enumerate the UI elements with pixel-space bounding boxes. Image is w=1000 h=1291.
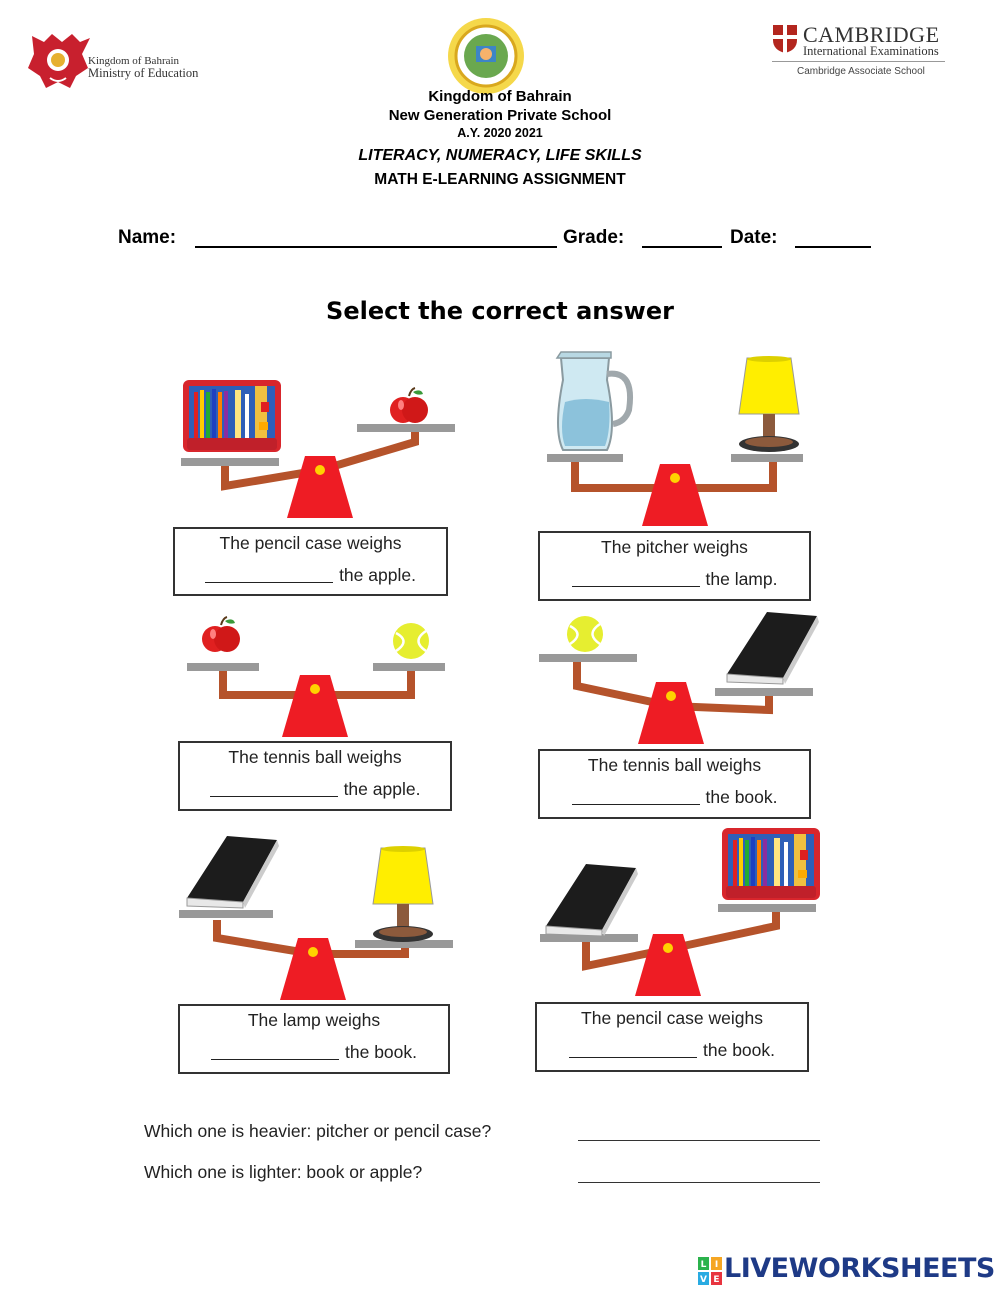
statement-1-line1: The pencil case weighs — [219, 533, 402, 553]
cambridge-shield-icon — [773, 25, 797, 53]
cambridge-subtitle: International Examinations — [803, 44, 939, 58]
question-1-text: Which one is heavier: pitcher or pencil … — [144, 1121, 492, 1141]
school-seal-icon — [448, 18, 524, 94]
tennis-ball-icon — [391, 621, 431, 661]
fulcrum-icon — [642, 464, 708, 526]
name-field[interactable] — [195, 246, 557, 248]
statement-4-line2: the book. — [705, 787, 778, 807]
statement-3-line2: the apple. — [343, 779, 421, 799]
liveworksheets-brand: LIVEWORKSHEETS — [724, 1253, 995, 1284]
scale-3 — [187, 616, 445, 737]
scale-1 — [181, 380, 455, 518]
cambridge-title: CAMBRIDGE — [803, 22, 940, 47]
grade-field[interactable] — [642, 246, 722, 248]
date-label: Date: — [730, 227, 778, 248]
moe-line2: Ministry of Education — [88, 66, 199, 80]
cambridge-logo: CAMBRIDGE International Examinations Cam… — [772, 24, 952, 80]
svg-text:V: V — [700, 1275, 707, 1285]
scale-6 — [540, 828, 820, 996]
academic-year: A.Y. 2020 2021 — [457, 126, 543, 140]
statement-6-line1: The pencil case weighs — [581, 1008, 763, 1028]
live-badge-icon: L I V E — [698, 1257, 722, 1285]
pencil-case-icon — [722, 828, 820, 900]
apple-icon — [389, 387, 429, 424]
answer-blank-2[interactable] — [571, 586, 700, 587]
statement-2-line2: the lamp. — [705, 569, 778, 589]
book-icon — [545, 863, 639, 937]
statement-box-1: The pencil case weighs the apple. — [173, 527, 448, 596]
pitcher-icon — [557, 352, 630, 450]
fulcrum-icon — [638, 682, 704, 744]
apple-icon — [201, 616, 241, 653]
svg-text:I: I — [715, 1260, 718, 1270]
answer-blank-3[interactable] — [209, 796, 338, 797]
question-2-answer-field[interactable] — [578, 1182, 820, 1183]
fulcrum-icon — [282, 675, 348, 737]
school-name: New Generation Private School — [388, 107, 612, 124]
statement-5-line2: the book. — [345, 1042, 417, 1062]
answer-blank-4[interactable] — [571, 804, 700, 805]
date-field[interactable] — [795, 246, 871, 248]
lamp-icon — [372, 845, 434, 943]
book-icon — [186, 835, 280, 909]
statement-5-line1: The lamp weighs — [247, 1010, 381, 1030]
assignment-title: MATH E-LEARNING ASSIGNMENT — [374, 171, 626, 188]
pencil-case-icon — [183, 380, 281, 452]
bahrain-emblem-icon — [28, 34, 90, 88]
answer-blank-6[interactable] — [569, 1057, 697, 1058]
scale-2 — [547, 350, 803, 526]
moe-line1: Kingdom of Bahrain — [88, 55, 180, 67]
answer-blank-1[interactable] — [205, 582, 334, 583]
name-label: Name: — [118, 227, 177, 248]
liveworksheets-logo: L I V E LIVEWORKSHEETS — [698, 1253, 995, 1287]
question-2-text: Which one is lighter: book or apple? — [144, 1162, 423, 1182]
answer-blank-5[interactable] — [211, 1059, 339, 1060]
statement-box-5: The lamp weighs the book. — [178, 1004, 450, 1074]
statement-box-2: The pitcher weighs the lamp. — [538, 531, 811, 601]
statement-2-line1: The pitcher weighs — [601, 537, 748, 557]
statement-1-line2: the apple. — [339, 565, 416, 585]
statement-6-line2: the book. — [703, 1040, 775, 1060]
book-icon — [726, 611, 820, 685]
question-1-answer-field[interactable] — [578, 1140, 820, 1141]
grade-label: Grade: — [563, 227, 625, 248]
scale-4 — [539, 611, 820, 744]
cambridge-associate: Cambridge Associate School — [797, 66, 925, 77]
statement-4-line1: The tennis ball weighs — [587, 755, 762, 775]
statement-box-3: The tennis ball weighs the apple. — [178, 741, 452, 811]
subtitle: LITERACY, NUMERACY, LIFE SKILLS — [358, 147, 642, 164]
svg-text:L: L — [701, 1260, 707, 1270]
statement-3-line1: The tennis ball weighs — [228, 747, 402, 767]
svg-text:E: E — [713, 1275, 719, 1285]
ministry-logo: Kingdom of Bahrain Ministry of Education — [22, 30, 222, 92]
statement-box-6: The pencil case weighs the book. — [535, 1002, 809, 1072]
school-country: Kingdom of Bahrain — [428, 88, 572, 105]
tennis-ball-icon — [565, 614, 605, 654]
instruction-heading: Select the correct answer — [326, 297, 674, 325]
statement-box-4: The tennis ball weighs the book. — [538, 749, 811, 819]
scale-5 — [179, 835, 453, 1000]
lamp-icon — [738, 355, 800, 453]
